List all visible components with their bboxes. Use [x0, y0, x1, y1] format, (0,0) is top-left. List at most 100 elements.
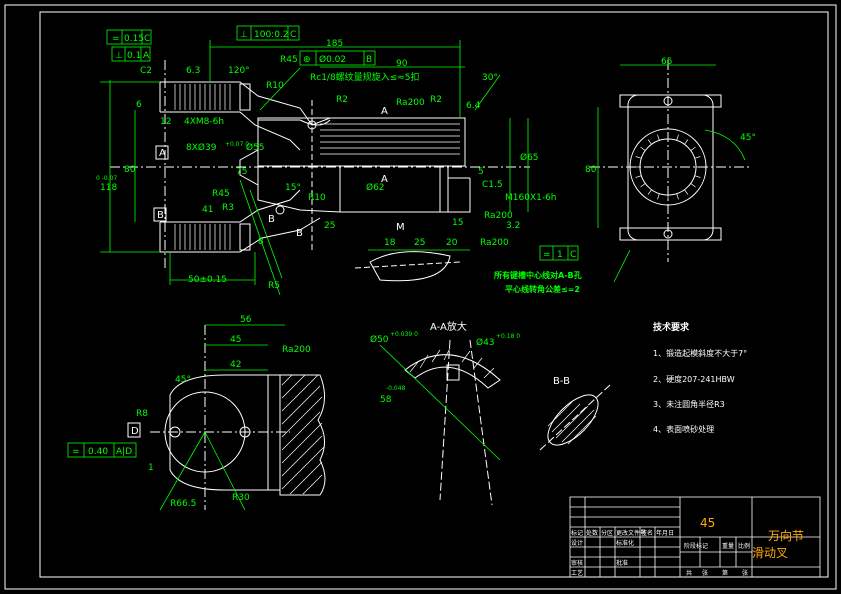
- top-view-break: [279, 374, 326, 496]
- svg-text:A: A: [143, 51, 150, 61]
- spline-tooth: [635, 175, 642, 178]
- tech-req-title: 技术要求: [653, 321, 690, 333]
- svg-text:5: 5: [478, 167, 484, 177]
- spline-tooth: [684, 189, 689, 195]
- svg-text:1: 1: [557, 250, 563, 260]
- svg-text:100:0.2: 100:0.2: [254, 30, 289, 40]
- fcf-002: ⊕ Ø0.02 B: [299, 50, 376, 66]
- spline-tooth: [690, 183, 696, 188]
- svg-text:6.3: 6.3: [186, 66, 200, 76]
- tb-material: 45: [700, 516, 715, 530]
- svg-text:R10: R10: [266, 81, 284, 91]
- svg-text:90: 90: [396, 59, 408, 69]
- svg-text:A: A: [381, 106, 388, 117]
- tb-part-name-2: 滑动叉: [752, 546, 788, 560]
- spline-tooth: [676, 193, 679, 200]
- svg-text:20: 20: [446, 238, 458, 248]
- svg-text:6.4: 6.4: [466, 101, 481, 111]
- svg-text:-0.048: -0.048: [386, 385, 406, 392]
- fcf-01: ⊥ 0.1 A: [111, 46, 151, 62]
- spline-tooth: [635, 156, 642, 159]
- svg-text:B: B: [296, 228, 303, 239]
- svg-text:⊕: ⊕: [303, 55, 311, 65]
- svg-text:18: 18: [384, 238, 396, 248]
- fork-lower-boss: [239, 223, 251, 251]
- svg-text:A|D: A|D: [116, 447, 132, 457]
- svg-text:=: =: [112, 34, 120, 44]
- svg-text:A-A放大: A-A放大: [430, 320, 467, 333]
- fcf-flat-1: [539, 245, 579, 261]
- svg-text:118: 118: [100, 183, 117, 193]
- front-view: [110, 60, 530, 268]
- svg-text:+0.18 0: +0.18 0: [496, 333, 520, 340]
- svg-text:+0.039 0: +0.039 0: [390, 331, 418, 338]
- shaft-spline-lines: [320, 123, 460, 155]
- svg-text:12: 12: [160, 117, 171, 127]
- shaft-lower-step2: [448, 178, 471, 213]
- svg-text:15: 15: [452, 218, 463, 228]
- svg-text:56: 56: [240, 315, 252, 325]
- svg-text:M160X1-6h: M160X1-6h: [505, 193, 557, 203]
- oil-hole: [307, 120, 317, 130]
- note-line-2: 平心线转角公差≤=2: [505, 284, 580, 294]
- shaft-lower-body: [339, 165, 449, 213]
- spline-tooth: [647, 189, 652, 195]
- fork-lower-thread: [174, 224, 231, 250]
- svg-text:4XM8-6h: 4XM8-6h: [184, 117, 224, 127]
- svg-text:Ø65: Ø65: [520, 152, 539, 163]
- svg-text:工艺: 工艺: [571, 569, 583, 577]
- svg-text:80: 80: [585, 165, 597, 175]
- svg-text:批准: 批准: [616, 559, 628, 567]
- svg-text:重量: 重量: [722, 542, 734, 550]
- svg-text:⊥: ⊥: [240, 30, 248, 40]
- svg-text:张: 张: [742, 569, 748, 577]
- fork-upper-thread: [174, 84, 231, 110]
- svg-text:6: 6: [136, 100, 142, 110]
- svg-text:分区: 分区: [601, 529, 613, 537]
- svg-text:更改文件号: 更改文件号: [616, 529, 646, 537]
- datum-d-box: [127, 422, 141, 438]
- svg-text:处数: 处数: [586, 529, 598, 537]
- svg-text:R3: R3: [222, 203, 234, 213]
- hole-b: [275, 205, 285, 215]
- spline-tooth: [640, 146, 646, 151]
- svg-text:R10: R10: [308, 193, 326, 203]
- svg-text:Ø62: Ø62: [366, 182, 385, 193]
- svg-text:⊥: ⊥: [115, 51, 123, 61]
- svg-text:比例: 比例: [738, 542, 750, 550]
- svg-text:=: =: [72, 447, 80, 457]
- svg-text:阶段标记: 阶段标记: [684, 542, 708, 550]
- svg-text:Rc1/8螺纹量规旋入≤≈5扣: Rc1/8螺纹量规旋入≤≈5扣: [310, 71, 420, 83]
- spline-tooth: [657, 134, 660, 141]
- svg-text:185: 185: [326, 39, 343, 49]
- svg-text:15°: 15°: [285, 183, 301, 193]
- svg-text:8: 8: [258, 237, 264, 247]
- svg-text:58: 58: [380, 395, 392, 405]
- svg-text:75: 75: [236, 167, 247, 177]
- svg-text:=: =: [543, 250, 551, 260]
- svg-text:C1.5: C1.5: [482, 180, 503, 190]
- svg-text:Ø50: Ø50: [370, 334, 389, 345]
- svg-text:C2: C2: [140, 66, 152, 76]
- svg-text:Ra200: Ra200: [282, 345, 311, 355]
- svg-text:25: 25: [414, 238, 425, 248]
- svg-text:50±0.15: 50±0.15: [188, 275, 227, 285]
- note-line-1: 所有键槽中心线对A-B孔: [493, 270, 582, 280]
- svg-text:C: C: [144, 34, 150, 44]
- svg-text:8XØ39: 8XØ39: [186, 142, 217, 153]
- spline-tooth: [684, 139, 689, 145]
- end-view: 65 80 45° = 1 C: [539, 57, 756, 262]
- fork-lower-outline: [160, 217, 321, 253]
- svg-text:R5: R5: [268, 281, 280, 291]
- datum-a: A: [159, 148, 166, 159]
- svg-text:65: 65: [661, 57, 672, 67]
- tb-part-name-1: 万向节: [768, 528, 804, 543]
- svg-text:Ø0.02: Ø0.02: [319, 54, 346, 65]
- fcf-015: = 0.15 C: [106, 29, 152, 45]
- svg-text:Ø55: Ø55: [246, 142, 265, 153]
- section-m-shape: [369, 251, 451, 282]
- top-view-hatching: [281, 374, 325, 495]
- tech-req-item: 3、未注圆角半径R3: [653, 399, 725, 409]
- svg-text:45: 45: [230, 335, 241, 345]
